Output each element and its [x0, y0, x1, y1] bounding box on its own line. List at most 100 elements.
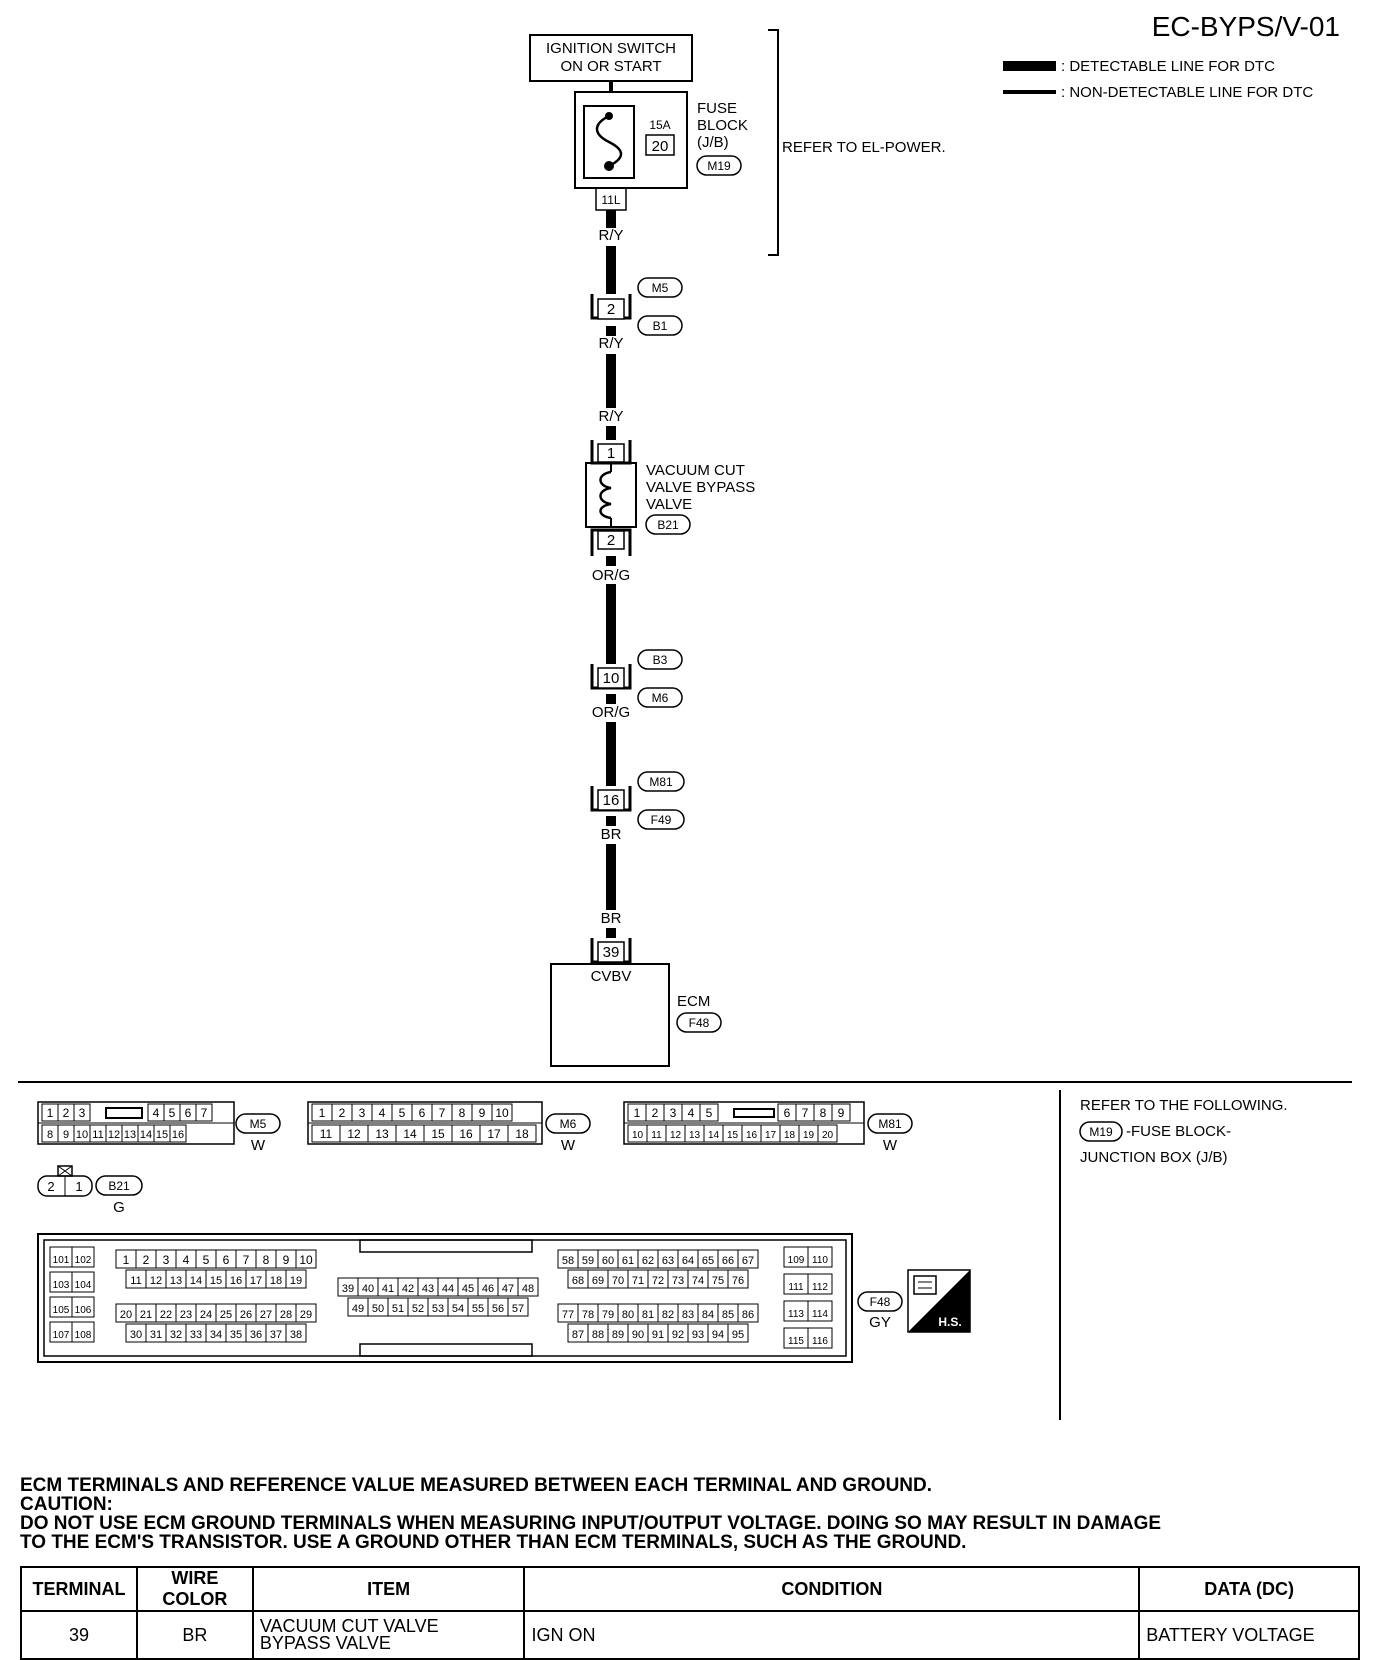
pin-cell	[73, 1103, 91, 1122]
pin-number: 116	[812, 1336, 828, 1347]
pin-number: 9	[479, 1106, 486, 1120]
pin-number: 12	[670, 1130, 682, 1141]
pin-number: 9	[838, 1106, 845, 1120]
pin-number: 8	[459, 1106, 466, 1120]
pin-number: 17	[487, 1127, 501, 1141]
caution-label: CAUTION:	[20, 1494, 113, 1515]
fuse-terminal-label: 11L	[601, 193, 620, 207]
wire-color-br-1: BR	[601, 826, 622, 843]
pin-number: 17	[250, 1275, 262, 1287]
pin-cell	[727, 1323, 749, 1343]
connector-tag-m6	[637, 687, 683, 708]
pin-cell	[195, 1103, 213, 1122]
ecm-box	[550, 963, 670, 1067]
pin-number: 37	[270, 1329, 282, 1341]
pin-number: 15	[156, 1129, 168, 1141]
pin-number: 9	[63, 1129, 69, 1141]
connector-tag-m19	[696, 155, 742, 176]
refer-following-item: -FUSE BLOCK-	[1126, 1123, 1231, 1140]
pin-cell	[71, 1296, 95, 1318]
pin-number: 89	[612, 1329, 624, 1341]
fuse-number: 20	[652, 138, 669, 155]
pin-number: 5	[169, 1106, 176, 1120]
pin-cell	[507, 1297, 529, 1317]
pin-number: 36	[250, 1329, 262, 1341]
fuse-block-name-2: BLOCK	[697, 117, 748, 134]
pin-number: 41	[382, 1283, 394, 1295]
pin-number: 101	[53, 1255, 70, 1266]
ecm-name: ECM	[677, 993, 710, 1010]
pin-number: 19	[290, 1275, 302, 1287]
pin-number: 6	[223, 1253, 230, 1267]
pin-number: 18	[270, 1275, 282, 1287]
pin-number: 84	[702, 1309, 714, 1321]
connector-tag-b21-face	[95, 1175, 143, 1196]
ecm-pin-box	[597, 941, 625, 963]
pin-number: 20	[822, 1130, 834, 1141]
pin-number: 76	[732, 1275, 744, 1287]
joint-pin-b3-m6: 10	[603, 670, 620, 687]
pin-number: 12	[347, 1127, 361, 1141]
pin-number: 52	[412, 1303, 424, 1315]
connector-m6-id: M6	[560, 1117, 577, 1131]
pin-cell	[71, 1246, 95, 1268]
pin-number: 104	[75, 1280, 92, 1291]
valve-pin-top: 1	[607, 445, 615, 462]
pin-cell	[807, 1300, 833, 1322]
pin-number: 50	[372, 1303, 384, 1315]
pin-number: 71	[632, 1275, 644, 1287]
pin-number: 13	[170, 1275, 182, 1287]
pin-number: 17	[765, 1130, 777, 1141]
pin-number: 12	[150, 1275, 162, 1287]
fuse-rating: 15A	[649, 118, 670, 132]
pin-number: 60	[602, 1255, 614, 1267]
valve-pin-bottom: 2	[607, 532, 615, 549]
pin-number: 69	[592, 1275, 604, 1287]
connector-tag-m19-ref	[1079, 1121, 1123, 1142]
joint-lower-id: F49	[651, 813, 672, 827]
connector-tag-b3	[637, 649, 683, 670]
wire-color-org-2: OR/G	[592, 704, 630, 721]
pin-number: 6	[784, 1106, 791, 1120]
connector-m5-id: M5	[250, 1117, 267, 1131]
header-data: DATA (DC)	[1138, 1566, 1360, 1612]
pin-number: 102	[75, 1255, 92, 1266]
pin-number: 25	[220, 1309, 232, 1321]
pin-number: 42	[402, 1283, 414, 1295]
connector-tag-f48	[676, 1012, 722, 1033]
pin-cell	[831, 1103, 851, 1122]
pin-number: 64	[682, 1255, 694, 1267]
pin-number: 103	[53, 1280, 70, 1291]
valve-pin-box-bottom	[597, 530, 625, 550]
pin-cell	[737, 1249, 759, 1269]
pin-number: 10	[76, 1129, 88, 1141]
pin-number: 16	[172, 1129, 184, 1141]
joint-upper-id: B3	[653, 653, 668, 667]
pin-number: 68	[572, 1275, 584, 1287]
pin-number: 77	[562, 1309, 574, 1321]
pin-number: 15	[210, 1275, 222, 1287]
valve-name-2: VALVE BYPASS	[646, 479, 755, 496]
pin-number: 2	[339, 1106, 346, 1120]
connector-tag-f48-face	[857, 1291, 903, 1312]
connector-tag-b21	[645, 514, 691, 535]
connector-tag-m6-face	[545, 1113, 591, 1134]
caution-text-1: DO NOT USE ECM GROUND TERMINALS WHEN MEA…	[20, 1513, 1162, 1534]
pin-number: 20	[120, 1309, 132, 1321]
connector-f48-id: F48	[870, 1295, 891, 1309]
connector-m6-color: W	[561, 1137, 576, 1154]
pin-number: 66	[722, 1255, 734, 1267]
cell-terminal: 39	[20, 1610, 138, 1660]
cell-condition: IGN ON	[523, 1610, 1141, 1660]
pin-number: 88	[592, 1329, 604, 1341]
header-condition: CONDITION	[523, 1566, 1141, 1612]
svg-text:2: 2	[47, 1179, 54, 1194]
pin-number: 2	[652, 1106, 659, 1120]
pin-number: 2	[63, 1106, 70, 1120]
pin-number: 26	[240, 1309, 252, 1321]
connector-tag-b1	[637, 315, 683, 336]
pin-cell	[285, 1323, 307, 1343]
valve-connector-bracket-bottom	[590, 528, 632, 556]
